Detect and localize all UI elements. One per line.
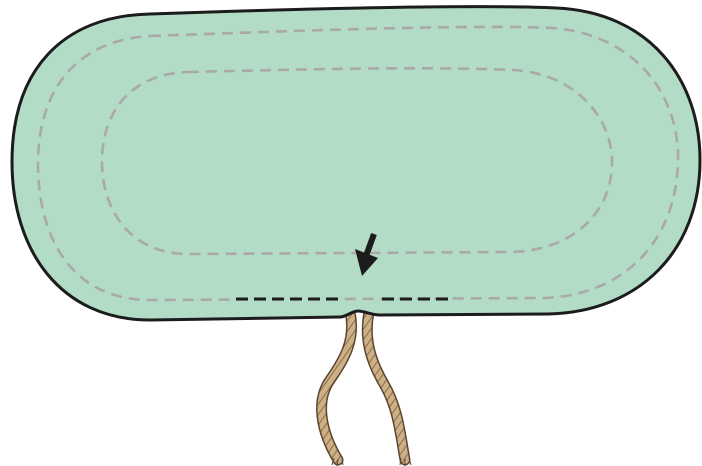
drawstring-rope-group <box>322 312 411 466</box>
right-rope-fill <box>367 312 405 460</box>
fabric-outline <box>12 7 700 320</box>
left-rope-fill <box>322 312 352 460</box>
